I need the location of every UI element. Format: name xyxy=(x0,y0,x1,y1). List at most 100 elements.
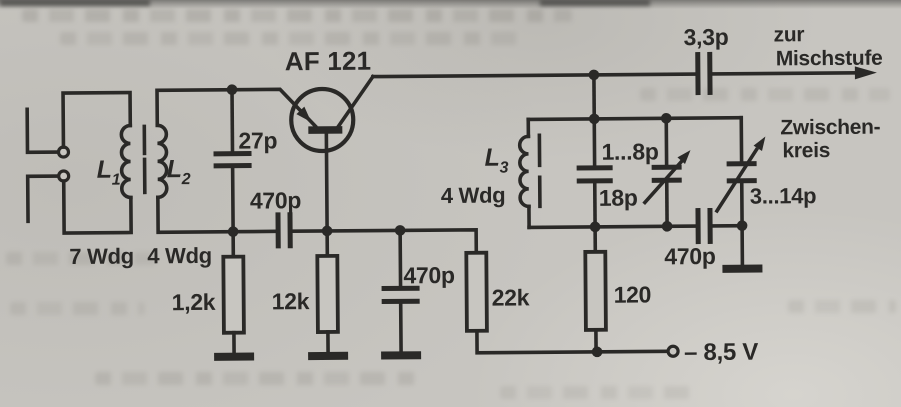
label-c470p-shunt: 470p xyxy=(403,262,455,288)
wire-supply-rail xyxy=(475,328,669,355)
input-transformer xyxy=(61,90,235,235)
label-l3-turns: 4 Wdg xyxy=(441,183,506,209)
output-coupling xyxy=(371,51,877,96)
antenna-lead-top xyxy=(25,107,60,155)
coil-l3 xyxy=(517,134,531,209)
label-zwischenkreis-1: Zwischen- xyxy=(780,116,880,140)
transformer-core xyxy=(142,124,147,195)
scan-edge-dark-patch xyxy=(0,0,150,6)
junction-dot xyxy=(226,84,238,96)
wire-l1-bottom xyxy=(61,179,133,235)
capacitor-plates xyxy=(381,285,420,305)
capacitor-plates-470p-right xyxy=(695,207,713,245)
page-bleed-through xyxy=(95,372,425,385)
label-trimmer-1-8p: 1...8p xyxy=(601,138,658,164)
wire-collector-rail xyxy=(371,72,697,79)
emitter-arrow-icon xyxy=(296,106,312,123)
label-transistor: AF 121 xyxy=(285,46,372,77)
resistor-120 xyxy=(583,225,608,354)
label-c470p-input: 470p xyxy=(250,187,302,213)
label-c18p: 18p xyxy=(599,185,638,211)
label-r22k: 22k xyxy=(492,284,530,310)
coil-l2 xyxy=(155,123,169,200)
coil-symbol: L xyxy=(167,155,182,183)
label-r120: 120 xyxy=(614,281,652,307)
output-tank xyxy=(517,73,766,273)
coil-symbol: L xyxy=(97,156,112,184)
page-bleed-through xyxy=(6,252,156,265)
page-bleed-through xyxy=(500,386,690,399)
trimmer-arrow-line xyxy=(642,156,687,206)
capacitor-470p-shunt xyxy=(381,228,422,360)
resistor-22k xyxy=(464,250,669,355)
page-bleed-through xyxy=(10,302,145,315)
resistor-body xyxy=(315,253,340,334)
wire-l2-bottom xyxy=(156,195,235,235)
resistor-body xyxy=(583,249,608,332)
label-l1-turns: 7 Wdg xyxy=(69,243,134,269)
antenna-input xyxy=(25,107,71,224)
capacitor-plates-18p xyxy=(576,165,613,184)
label-c27p: 27p xyxy=(238,127,277,153)
capacitor-470p-input xyxy=(231,212,479,255)
junction-dot xyxy=(736,220,748,232)
label-coil-l2: L2 xyxy=(167,155,191,188)
junction-dot xyxy=(588,69,600,81)
coil-core xyxy=(537,133,542,209)
label-c3p3: 3,3p xyxy=(684,24,729,50)
capacitor-plates-trimmer2 xyxy=(726,161,757,184)
page-bleed-through xyxy=(788,300,896,313)
wire-emitter-rail xyxy=(155,87,318,129)
resistor-body xyxy=(221,254,246,335)
trimmer-arrow-icon xyxy=(753,136,766,152)
label-l2-turns: 4 Wdg xyxy=(147,243,212,269)
junction-dot xyxy=(394,225,406,236)
wire-collector xyxy=(334,74,376,131)
wire xyxy=(230,165,235,234)
transistor-af121 xyxy=(289,74,376,233)
wire-tank-top xyxy=(526,115,744,122)
junction-dot xyxy=(321,225,333,237)
wire-base-node xyxy=(291,227,479,255)
wire-base xyxy=(324,131,329,233)
coil-subscript: 1 xyxy=(112,172,121,189)
junction-dot xyxy=(591,346,603,358)
wire-l1-top xyxy=(61,90,133,149)
coil-l1 xyxy=(119,123,133,200)
coil-subscript: 3 xyxy=(500,160,509,177)
scan-edge-dark-patch xyxy=(540,0,650,6)
label-r12k: 12k xyxy=(272,288,310,314)
wire-to-mixer xyxy=(711,70,859,76)
transistor-circle xyxy=(289,86,356,154)
junction-dot xyxy=(661,220,673,232)
junction-dot xyxy=(660,112,672,124)
coil-subscript: 2 xyxy=(181,171,191,188)
capacitor-27p xyxy=(213,87,252,234)
capacitor-plates xyxy=(275,212,293,249)
capacitor-plates xyxy=(213,151,252,169)
label-coil-l3: L3 xyxy=(484,144,508,177)
page-bleed-through xyxy=(640,88,890,101)
resistor-12k xyxy=(308,229,349,361)
junction-dot xyxy=(589,221,601,233)
page-bleed-through xyxy=(60,32,520,45)
junction-dot xyxy=(588,113,600,125)
label-zwischenkreis-2: kreis xyxy=(782,139,830,162)
label-r1k2: 1,2k xyxy=(172,289,216,315)
output-arrow-icon xyxy=(854,66,877,80)
trimmer-arrow-line xyxy=(714,147,759,214)
label-to-mixer-1: zur xyxy=(774,23,805,46)
trimmer-arrow-icon xyxy=(677,150,691,164)
label-c470p-right: 470p xyxy=(664,243,716,269)
capacitor-plates-3p3 xyxy=(695,51,713,96)
junction-dots xyxy=(226,69,748,358)
label-coil-l1: L1 xyxy=(97,156,121,189)
resistor-body xyxy=(464,250,489,333)
coil-symbol: L xyxy=(484,144,499,172)
label-supply-voltage: – 8,5 V xyxy=(684,339,758,367)
resistor-1k2 xyxy=(214,229,255,361)
junction-dot xyxy=(227,226,239,238)
scan-edge-shadow xyxy=(0,0,901,9)
